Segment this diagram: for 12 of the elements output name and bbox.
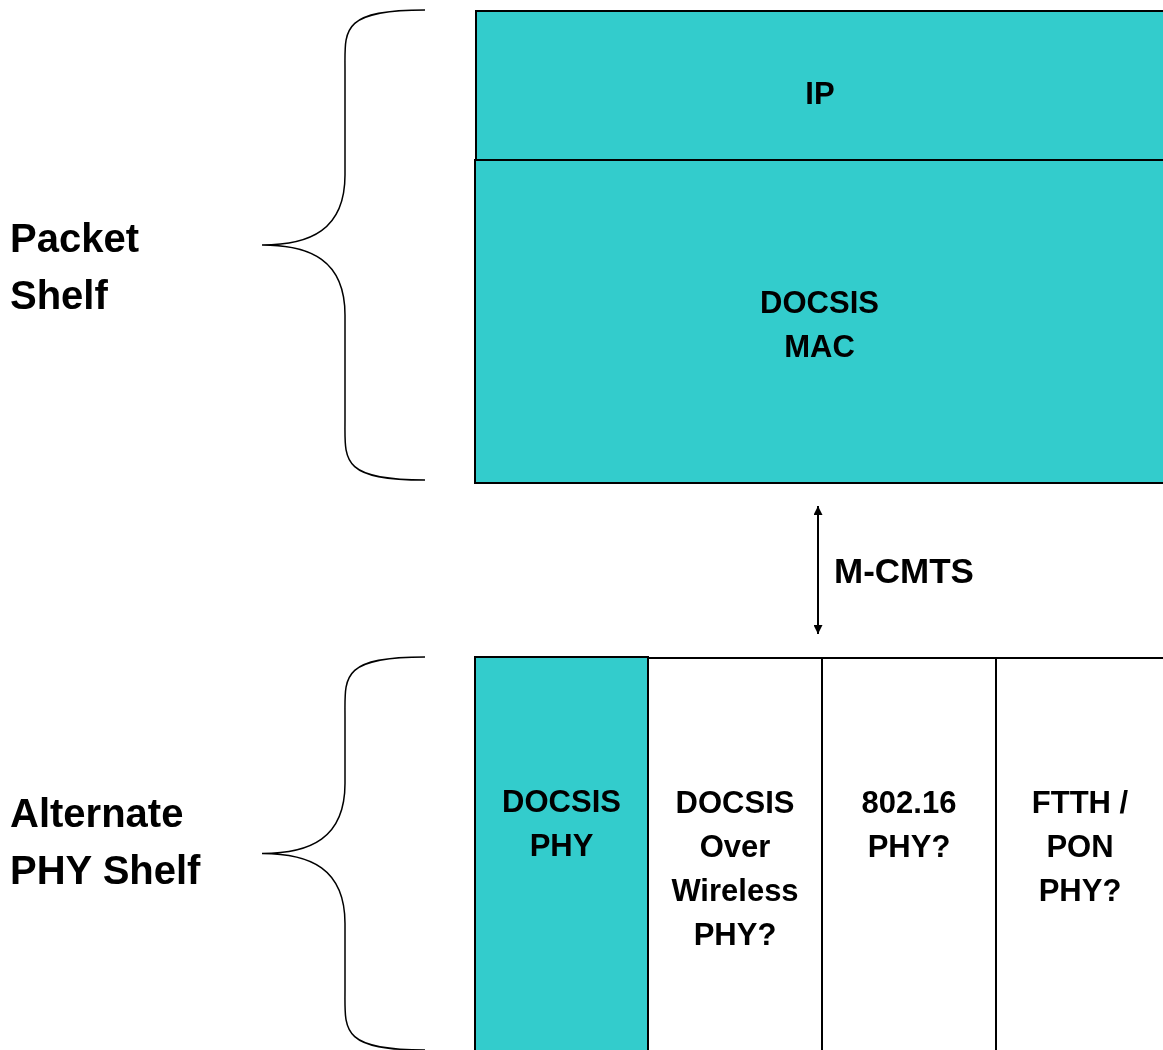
shelf-label: Packet Shelf xyxy=(10,215,140,319)
shelf-label: Alternate PHY Shelf xyxy=(10,790,202,894)
double-arrow xyxy=(813,505,823,635)
layer-label: IP xyxy=(804,75,836,113)
layer-label: DOCSIS PHY xyxy=(501,783,622,865)
layer-box xyxy=(474,656,649,1050)
layer-label: DOCSIS Over Wireless PHY? xyxy=(670,784,800,954)
layer-label: FTTH / PON PHY? xyxy=(1030,784,1130,910)
layer-box xyxy=(475,10,1163,161)
layer-label: 802.16 PHY? xyxy=(860,784,958,866)
layer-label: DOCSIS MAC xyxy=(759,284,880,366)
layer-box xyxy=(474,159,1163,484)
